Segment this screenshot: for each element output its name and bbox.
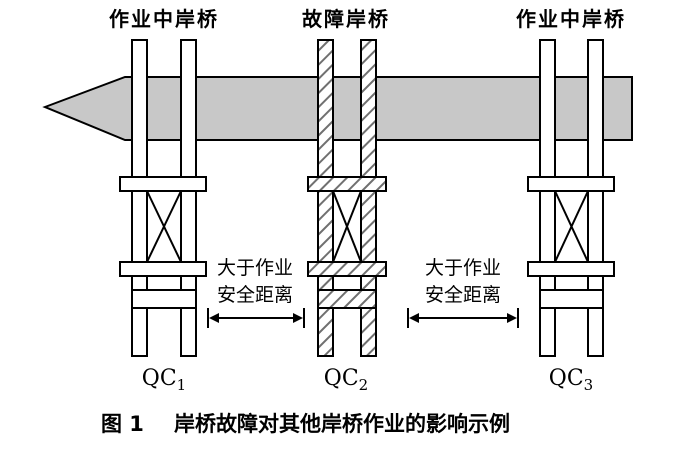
crane-crossbeam-mid xyxy=(119,261,207,277)
crane-crossbeam-mid xyxy=(307,261,387,277)
crane-brace xyxy=(332,190,362,263)
gap1-label-line1: 大于作业 xyxy=(217,257,293,279)
gap2-label-line2: 安全距离 xyxy=(425,284,501,306)
crane-crossbeam-top xyxy=(119,176,207,192)
crane-portal-beam xyxy=(131,289,197,309)
crane-title-qc1: 作业中岸桥 xyxy=(109,7,219,31)
crane-crossbeam-top xyxy=(307,176,387,192)
crane-label-qc3: QC3 xyxy=(549,366,593,394)
crane-portal-beam xyxy=(317,289,377,309)
crane-label-qc2: QC2 xyxy=(324,366,368,394)
crane-title-qc3: 作业中岸桥 xyxy=(516,7,626,31)
crane-portal-beam xyxy=(539,289,604,309)
gap2-dimension-line xyxy=(407,308,519,328)
gap1-label-line2: 安全距离 xyxy=(217,284,293,306)
crane-label-qc1: QC1 xyxy=(142,366,186,394)
crane-qc2 xyxy=(307,39,387,357)
figure-number: 图 1 xyxy=(101,412,144,436)
crane-crossbeam-mid xyxy=(527,261,615,277)
crane-crossbeam-top xyxy=(527,176,615,192)
crane-title-qc2: 故障岸桥 xyxy=(302,7,390,31)
crane-brace xyxy=(146,190,182,263)
crane-brace xyxy=(554,190,589,263)
gap2-label-line1: 大于作业 xyxy=(425,257,501,279)
figure-caption: 岸桥故障对其他岸桥作业的影响示例 xyxy=(174,412,510,436)
crane-qc1 xyxy=(119,39,207,357)
crane-qc3 xyxy=(527,39,615,357)
gap1-dimension-line xyxy=(207,308,305,328)
